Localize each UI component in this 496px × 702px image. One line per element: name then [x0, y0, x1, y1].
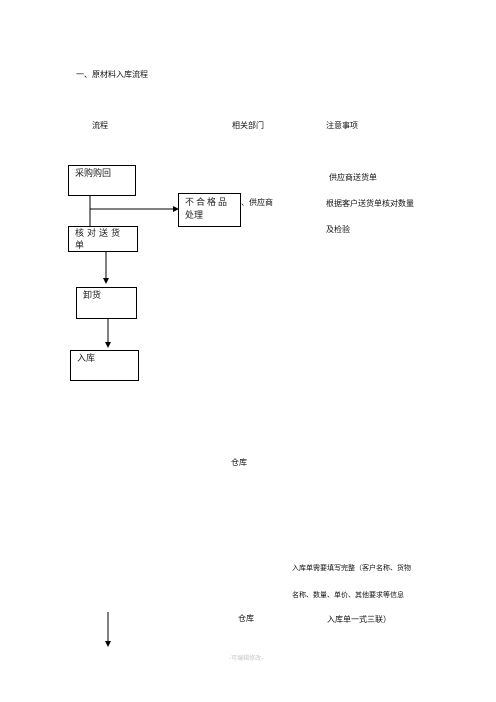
box-check-label-line2: 单 — [75, 241, 85, 251]
column-header-notes: 注意事项 — [326, 121, 358, 130]
page-footer: -可编辑修改- — [229, 655, 264, 662]
note-supplier-delivery-note: 供应商送货单 — [329, 173, 377, 182]
box-purchase-label: 采购购回 — [75, 169, 112, 179]
note-receipt-complete: 入库单需要填写完整（客户名称、货物 — [292, 564, 411, 572]
box-unload: 卸货 — [76, 287, 137, 319]
dept-warehouse-2: 仓库 — [238, 614, 254, 623]
box-purchase: 采购购回 — [68, 165, 136, 196]
page-heading: 一、原材料入库流程 — [76, 70, 148, 79]
note-inspection: 及检验 — [326, 225, 350, 234]
box-reject-label-line1: 不合格品 — [185, 198, 230, 208]
column-header-flow: 流程 — [92, 121, 108, 130]
box-storage-label: 入库 — [77, 354, 96, 364]
dept-supplier: 、供应商 — [241, 198, 273, 207]
box-check-label-line1: 核对送货 — [75, 229, 124, 239]
note-receipt-triplicate: 入库单一式三联） — [327, 615, 391, 624]
box-check-delivery-note: 核对送货 单 — [68, 226, 138, 252]
note-check-quantity: 根据客户送货单核对数量 — [326, 199, 414, 208]
box-storage: 入库 — [70, 350, 139, 381]
note-receipt-fields: 名称、数量、单价、其他要求等信息 — [292, 591, 404, 599]
box-unload-label: 卸货 — [83, 291, 102, 301]
dept-warehouse-1: 仓库 — [231, 458, 247, 467]
box-reject-handling: 不合格品 处理 — [178, 193, 241, 227]
column-header-department: 相关部门 — [232, 121, 264, 130]
box-reject-label-line2: 处理 — [185, 211, 204, 221]
